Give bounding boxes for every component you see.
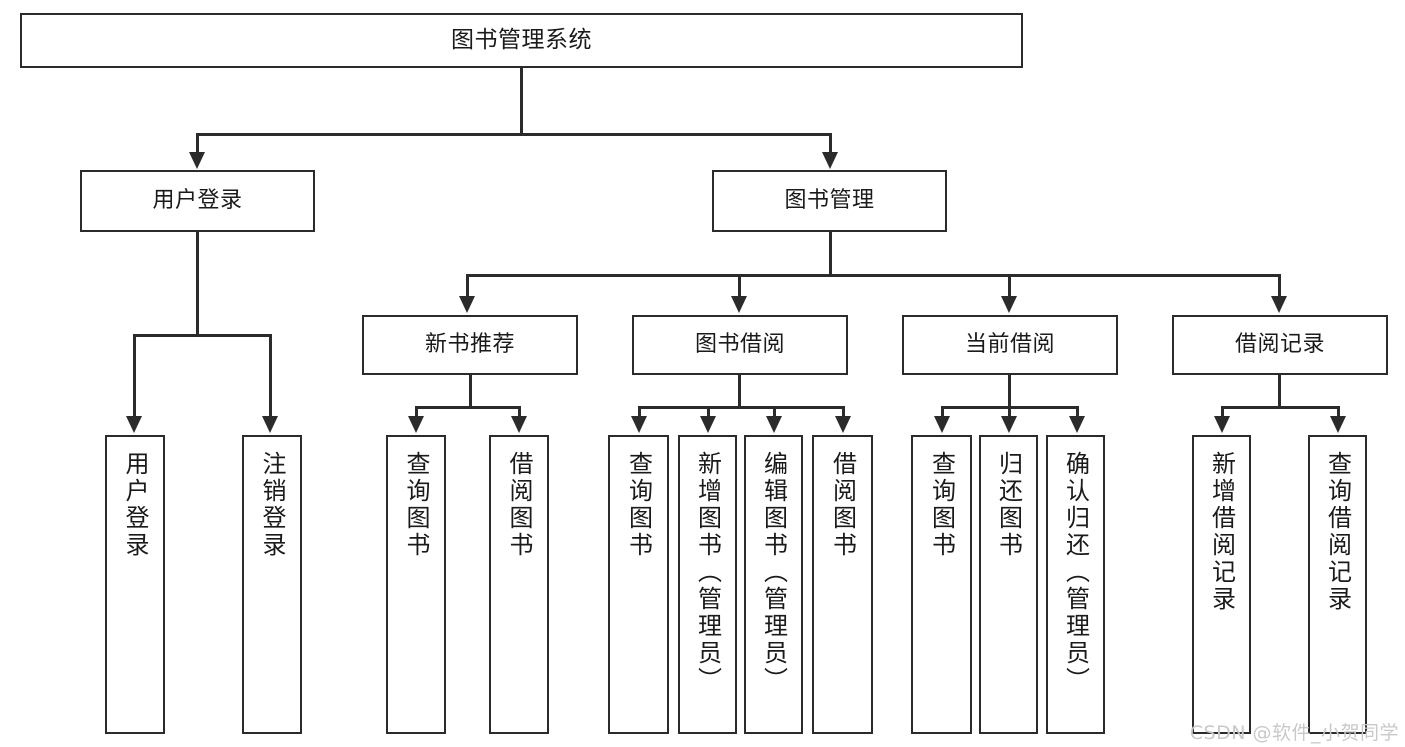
leaf-current-borrow-return-label: 归还图书 xyxy=(994,451,1023,559)
arrowhead-leaf-new-book-2 xyxy=(511,416,527,433)
leaf-book-borrow-add[interactable]: 新增图书（管理员） xyxy=(678,435,737,734)
arrowhead-leaf-book-borrow-3 xyxy=(766,416,782,433)
arrowhead-leaf-new-book-1 xyxy=(408,416,424,433)
connector-borrow-record-drop-2 xyxy=(1337,406,1340,418)
connector-book-mgmt-stem xyxy=(829,232,832,276)
leaf-book-borrow-borrow-label: 借阅图书 xyxy=(828,451,857,559)
leaf-current-borrow-query[interactable]: 查询图书 xyxy=(911,435,972,734)
connector-borrow-record-stem xyxy=(1278,375,1281,408)
node-current-borrow-label: 当前借阅 xyxy=(964,332,1055,358)
node-current-borrow[interactable]: 当前借阅 xyxy=(902,315,1118,375)
leaf-book-borrow-add-label: 新增图书（管理员） xyxy=(693,451,722,694)
leaf-borrow-record-add[interactable]: 新增借阅记录 xyxy=(1192,435,1251,734)
node-borrow-record-label: 借阅记录 xyxy=(1234,332,1325,358)
leaf-book-borrow-edit-label: 编辑图书（管理员） xyxy=(759,451,788,694)
node-user-login[interactable]: 用户登录 xyxy=(80,170,315,232)
leaf-current-borrow-query-label: 查询图书 xyxy=(927,451,956,559)
node-new-book-recommend[interactable]: 新书推荐 xyxy=(362,315,578,375)
connector-user-login-drop-1 xyxy=(133,334,136,418)
node-book-management-label: 图书管理 xyxy=(784,188,875,214)
arrowhead-borrow-record xyxy=(1271,296,1287,313)
arrowhead-leaf-book-borrow-2 xyxy=(700,416,716,433)
connector-root-to-book-mgmt xyxy=(829,133,832,157)
node-book-borrow-label: 图书借阅 xyxy=(694,332,785,358)
arrowhead-leaf-current-borrow-3 xyxy=(1069,416,1085,433)
arrowhead-leaf-current-borrow-2 xyxy=(1001,416,1017,433)
connector-book-mgmt-drop-4 xyxy=(1278,274,1281,298)
arrowhead-book-borrow xyxy=(731,296,747,313)
arrowhead-leaf-borrow-record-1 xyxy=(1214,416,1230,433)
leaf-user-login-logout-label: 注销登录 xyxy=(258,451,286,559)
connector-current-borrow-drop-3 xyxy=(1076,406,1079,418)
connector-book-mgmt-drop-1 xyxy=(466,274,469,298)
node-new-book-recommend-label: 新书推荐 xyxy=(424,332,515,358)
arrowhead-current-borrow xyxy=(1001,296,1017,313)
node-book-borrow[interactable]: 图书借阅 xyxy=(632,315,848,375)
connector-book-borrow-drop-4 xyxy=(842,406,845,418)
node-borrow-record[interactable]: 借阅记录 xyxy=(1172,315,1388,375)
connector-book-mgmt-bus xyxy=(466,274,1281,277)
arrowhead-user-login xyxy=(189,152,205,169)
leaf-current-borrow-return[interactable]: 归还图书 xyxy=(979,435,1038,734)
arrowhead-book-mgmt xyxy=(822,152,838,169)
node-root-system-label: 图书管理系统 xyxy=(451,26,592,53)
node-user-login-label: 用户登录 xyxy=(152,188,243,214)
connector-current-borrow-stem xyxy=(1008,375,1011,408)
connector-root-to-user-login xyxy=(196,133,199,157)
leaf-book-borrow-edit[interactable]: 编辑图书（管理员） xyxy=(744,435,803,734)
leaf-user-login-login[interactable]: 用户登录 xyxy=(105,435,165,734)
connector-borrow-record-bus xyxy=(1221,406,1339,409)
watermark-text: CSDN @软件_小贺同学 xyxy=(1189,722,1399,744)
connector-user-login-bus xyxy=(133,334,271,337)
connector-book-borrow-stem xyxy=(738,375,741,408)
arrowhead-new-book xyxy=(459,296,475,313)
leaf-borrow-record-query[interactable]: 查询借阅记录 xyxy=(1308,435,1367,734)
leaf-new-book-borrow-label: 借阅图书 xyxy=(505,451,533,559)
arrowhead-leaf-user-login-2 xyxy=(262,416,278,433)
leaf-user-login-login-label: 用户登录 xyxy=(121,451,149,559)
connector-book-mgmt-drop-2 xyxy=(738,274,741,298)
arrowhead-leaf-book-borrow-4 xyxy=(835,416,851,433)
connector-user-login-stem xyxy=(196,232,199,335)
connector-book-borrow-bus xyxy=(638,406,844,409)
leaf-user-login-logout[interactable]: 注销登录 xyxy=(242,435,302,734)
leaf-borrow-record-query-label: 查询借阅记录 xyxy=(1323,451,1352,613)
node-book-management[interactable]: 图书管理 xyxy=(712,170,947,232)
connector-current-borrow-drop-2 xyxy=(1008,406,1011,418)
connector-root-stem xyxy=(520,68,523,134)
leaf-book-borrow-query-label: 查询图书 xyxy=(624,451,653,559)
connector-book-borrow-drop-2 xyxy=(707,406,710,418)
arrowhead-leaf-current-borrow-1 xyxy=(934,416,950,433)
arrowhead-leaf-book-borrow-1 xyxy=(631,416,647,433)
connector-root-bus xyxy=(196,133,832,136)
connector-new-book-stem xyxy=(469,375,472,408)
arrowhead-leaf-user-login-1 xyxy=(126,416,142,433)
connector-book-borrow-drop-3 xyxy=(773,406,776,418)
leaf-borrow-record-add-label: 新增借阅记录 xyxy=(1207,451,1236,613)
connector-user-login-drop-2 xyxy=(269,334,272,418)
leaf-book-borrow-query[interactable]: 查询图书 xyxy=(608,435,669,734)
leaf-current-borrow-confirm[interactable]: 确认归还（管理员） xyxy=(1046,435,1105,734)
leaf-new-book-query[interactable]: 查询图书 xyxy=(386,435,446,734)
connector-new-book-drop-2 xyxy=(518,406,521,418)
connector-current-borrow-drop-1 xyxy=(941,406,944,418)
leaf-new-book-query-label: 查询图书 xyxy=(402,451,430,559)
connector-new-book-drop-1 xyxy=(415,406,418,418)
connector-book-borrow-drop-1 xyxy=(638,406,641,418)
connector-borrow-record-drop-1 xyxy=(1221,406,1224,418)
connector-new-book-bus xyxy=(415,406,520,409)
leaf-book-borrow-borrow[interactable]: 借阅图书 xyxy=(812,435,873,734)
arrowhead-leaf-borrow-record-2 xyxy=(1330,416,1346,433)
leaf-current-borrow-confirm-label: 确认归还（管理员） xyxy=(1061,451,1090,694)
connector-book-mgmt-drop-3 xyxy=(1008,274,1011,298)
node-root-system[interactable]: 图书管理系统 xyxy=(20,13,1023,68)
leaf-new-book-borrow[interactable]: 借阅图书 xyxy=(489,435,549,734)
